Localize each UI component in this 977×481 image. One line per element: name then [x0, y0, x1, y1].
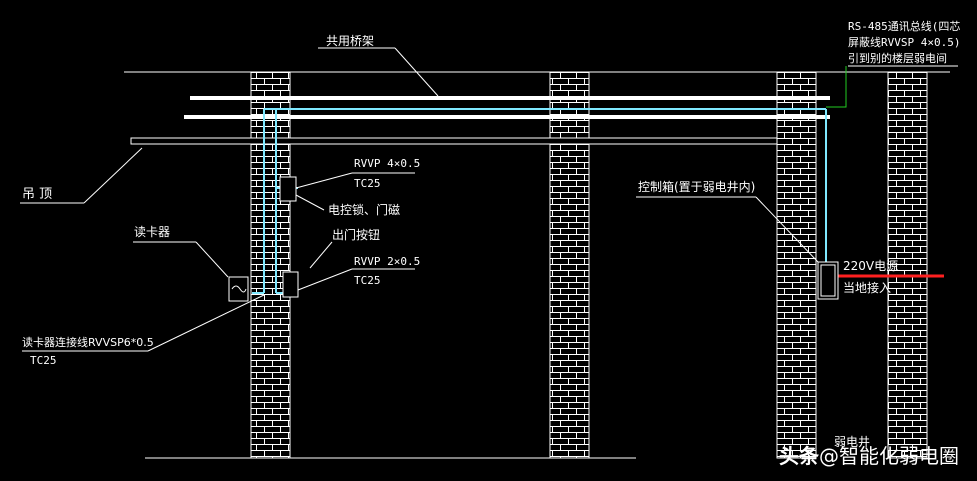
cyan-cable-runs	[252, 108, 827, 294]
cable-tray-top	[190, 96, 830, 100]
label-cable-tray: 共用桥架	[326, 34, 374, 48]
label-exit-button: 出门按钮	[332, 227, 380, 242]
brick-wall-right-1	[776, 71, 817, 459]
label-cable2-spec: RVVP 2×0.5	[354, 255, 420, 268]
exit-button-box	[282, 271, 299, 298]
label-rs485-line3: 引到别的楼层弱电间	[848, 51, 947, 65]
label-electric-lock: 电控锁、门磁	[328, 202, 400, 217]
label-cable1-spec: RVVP 4×0.5	[354, 157, 420, 170]
brick-wall-middle	[549, 71, 590, 459]
rs485-bus-line	[826, 66, 847, 108]
card-reader-box	[228, 276, 249, 302]
label-power-220v: 220V电源	[843, 259, 898, 273]
label-cable1-conduit: TC25	[354, 177, 381, 190]
suspended-ceiling	[130, 137, 778, 145]
brick-wall-left	[250, 71, 291, 459]
label-reader-cable: 读卡器连接线RVVSP6*0.5	[22, 335, 154, 349]
brick-wall-right-2	[887, 71, 928, 459]
control-box	[817, 261, 839, 300]
label-reader-conduit: TC25	[30, 354, 57, 367]
electric-lock-box	[279, 176, 297, 202]
cable-tray-bottom	[184, 115, 830, 119]
label-cable2-conduit: TC25	[354, 274, 381, 287]
label-rs485-line2: 屏蔽线RVVSP 4×0.5)	[848, 35, 960, 49]
label-card-reader: 读卡器	[134, 225, 170, 239]
label-control-box: 控制箱(置于弱电井内)	[638, 179, 755, 194]
label-weak-current-shaft: 弱电井	[834, 435, 870, 449]
leader-lines	[20, 47, 958, 352]
label-rs485-line1: RS-485通讯总线(四芯	[848, 19, 960, 33]
watermark: 头条@智能化弱电圈	[779, 440, 959, 469]
watermark-brand: 头条	[779, 444, 819, 468]
label-ceiling: 吊 顶	[22, 187, 52, 202]
label-power-local: 当地接入	[843, 280, 891, 295]
watermark-handle: @智能化弱电圈	[819, 444, 959, 468]
